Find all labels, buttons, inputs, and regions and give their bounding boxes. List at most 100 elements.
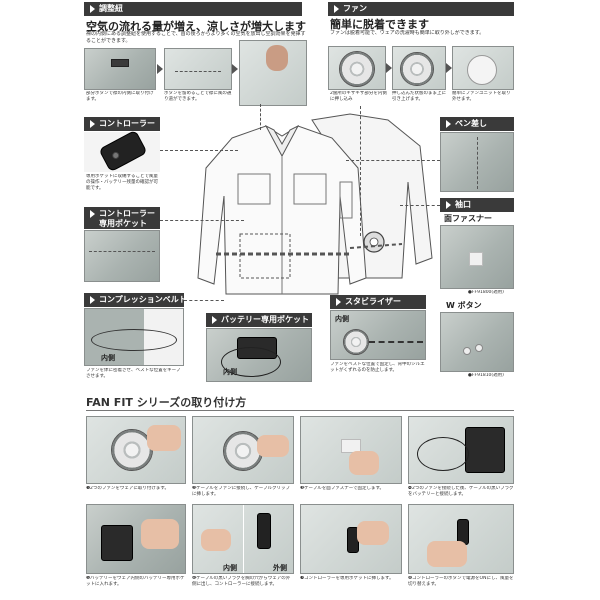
controller-icon (257, 513, 271, 549)
battery-pocket-photo: 内側 (206, 328, 312, 382)
install-title-rule (86, 410, 514, 411)
cuff-note-a: ●FF91800(適用) (468, 290, 504, 295)
vent-header: 調整紐 (84, 2, 302, 16)
stabilizer-label: スタビライザー (345, 297, 401, 306)
controller-description: 専用ポケットに収納することで風量の操作・バッテリー残量の確認が可能です。 (86, 174, 158, 191)
triangle-marker-icon (90, 4, 95, 13)
hand-figure (427, 541, 467, 567)
pen-header-label: ペン差し (455, 119, 487, 128)
vent-photo-1 (84, 48, 156, 90)
install-step-4-caption: ❹2つのファンを接続した後、ケーブルの黒いプラグをバッテリーと接続します。 (408, 486, 514, 497)
cuff-fastener-patch (469, 252, 483, 266)
install-step-7-photo (300, 504, 402, 574)
controller-icon (98, 129, 148, 173)
vent-tag (111, 59, 129, 67)
install-step-2-caption: ❷ケーブルをファンに接続し、ケーブルクリップに挿します。 (192, 486, 290, 497)
vent-headline: 空気の流れる量が増え、涼しさが増大します (86, 20, 306, 33)
triangle-marker-icon (336, 297, 341, 306)
stabilizer-inside-label: 内側 (335, 315, 349, 323)
compression-belt-photo: 内側 (84, 308, 184, 366)
stabilizer-photo: 内側 (330, 310, 426, 360)
cuff-w-button-label: W ボタン (446, 301, 482, 310)
chest-pocket-right (293, 173, 327, 205)
stabilizer-line (349, 243, 403, 249)
fan-description: ファンは脱着可能で、ウェアの洗濯時も簡単に取り外しができます。 (330, 30, 485, 36)
vent-caption-2: ボタンを留めることで襟に風の通り道ができます。 (164, 91, 232, 102)
arrow-right-icon (232, 64, 238, 74)
compression-belt-inside-label: 内側 (101, 354, 115, 362)
fan-photo-3 (452, 46, 514, 90)
arrow-right-icon (157, 64, 163, 74)
install-step-1-photo (86, 416, 186, 484)
cuff-button-2 (475, 344, 483, 352)
install-step-8-caption: ❽コントローラーのボタンで電源をONにし、風量を切り替えます。 (408, 576, 514, 587)
install-step-7-caption: ❼コントローラーを専用ポケットに挿します。 (300, 576, 394, 581)
stabilizer-strap (369, 341, 423, 343)
hand-figure (147, 425, 181, 451)
install-step-6-caption: ❻ケーブルの黒いプラグを胸の穴からウェアの外側に出し、コントローラーに接続します… (192, 576, 291, 587)
triangle-marker-icon (334, 4, 339, 13)
fan-icon (343, 329, 369, 355)
leader-cuff (400, 205, 440, 206)
step-6-inside-label: 内側 (223, 564, 237, 572)
vent-airflow-line (175, 71, 221, 72)
fan-header: ファン (328, 2, 514, 16)
cuff-button-1 (463, 347, 471, 355)
install-step-5-photo (86, 504, 186, 574)
install-title: FAN FIT シリーズの取り付け方 (86, 396, 247, 409)
triangle-marker-icon (212, 315, 217, 324)
fan-header-label: ファン (343, 4, 367, 13)
vent-description: 襟の内側にある調整紐を使用することで、首の後ろからより多くの空気を放出し空調効果… (86, 31, 306, 44)
hand-figure (257, 435, 289, 457)
compression-belt-label: コンプレッションベルト (99, 295, 184, 304)
hand-figure (201, 529, 231, 551)
fan-photo-2 (392, 46, 446, 90)
step-6-divider (243, 505, 244, 573)
fan-icon (339, 51, 375, 87)
install-step-4-photo (408, 416, 514, 484)
fan-icon (111, 429, 153, 471)
cuff-surface-fastener-label: 面ファスナー (444, 214, 492, 223)
stabilizer-description: ファンをベストな位置で固定し、背中のシルエットがくずれるのを防止します。 (330, 362, 425, 373)
cuff-header-label: 袖口 (455, 200, 471, 209)
pen-header: ペン差し (440, 117, 514, 131)
battery-icon (465, 427, 505, 473)
install-step-3-caption: ❸ケーブルを面ファスナーで固定します。 (300, 486, 385, 491)
battery-pocket-label: バッテリー専用ポケット (221, 315, 309, 324)
controller-header-label: コントローラー (99, 119, 155, 128)
arrow-right-icon (386, 63, 392, 73)
hand-figure (141, 519, 179, 549)
controller-image-area (84, 129, 160, 173)
neck-figure (266, 45, 288, 71)
belt-strap (91, 329, 177, 351)
battery-cable (221, 347, 281, 377)
cuff-fastener-photo (440, 225, 514, 289)
battery-icon (101, 525, 133, 561)
leader-controller-pocket (160, 220, 244, 221)
fan-photo-1 (328, 46, 386, 90)
pen-slot-photo (440, 132, 514, 192)
leader-compression-belt (184, 300, 224, 301)
install-step-8-photo (408, 504, 514, 574)
install-step-3-photo (300, 416, 402, 484)
cuff-button-photo (440, 312, 514, 372)
vent-photo-2 (164, 48, 232, 90)
fan-mount-hole (467, 55, 497, 85)
fan-caption-3: 簡単にファンユニットを取り外せます。 (452, 91, 511, 102)
compression-belt-header: コンプレッションベルト (84, 293, 184, 307)
install-step-2-photo (192, 416, 294, 484)
leader-pen (346, 160, 440, 161)
fan-caption-1: 2箇所のギザギザ部分を内側に押し込み (330, 91, 387, 102)
controller-pocket-label-2: 専用ポケット (99, 219, 147, 228)
triangle-marker-icon (90, 119, 95, 128)
hand-figure (357, 521, 389, 545)
controller-header: コントローラー (84, 117, 160, 131)
compression-belt-description: ファンを体に密着させ、ベストな位置をキープさせます。 (86, 368, 181, 379)
leader-vent (260, 104, 261, 130)
battery-pocket-inside-label: 内側 (223, 368, 237, 376)
install-step-5-caption: ❺バッテリーをウェア内側のバッテリー専用ポケットに入れます。 (86, 576, 185, 587)
arrow-right-icon (446, 63, 452, 73)
step-6-outside-label: 外側 (273, 564, 287, 572)
jacket-illustration (197, 113, 433, 295)
pen-slot-seam (477, 137, 478, 189)
